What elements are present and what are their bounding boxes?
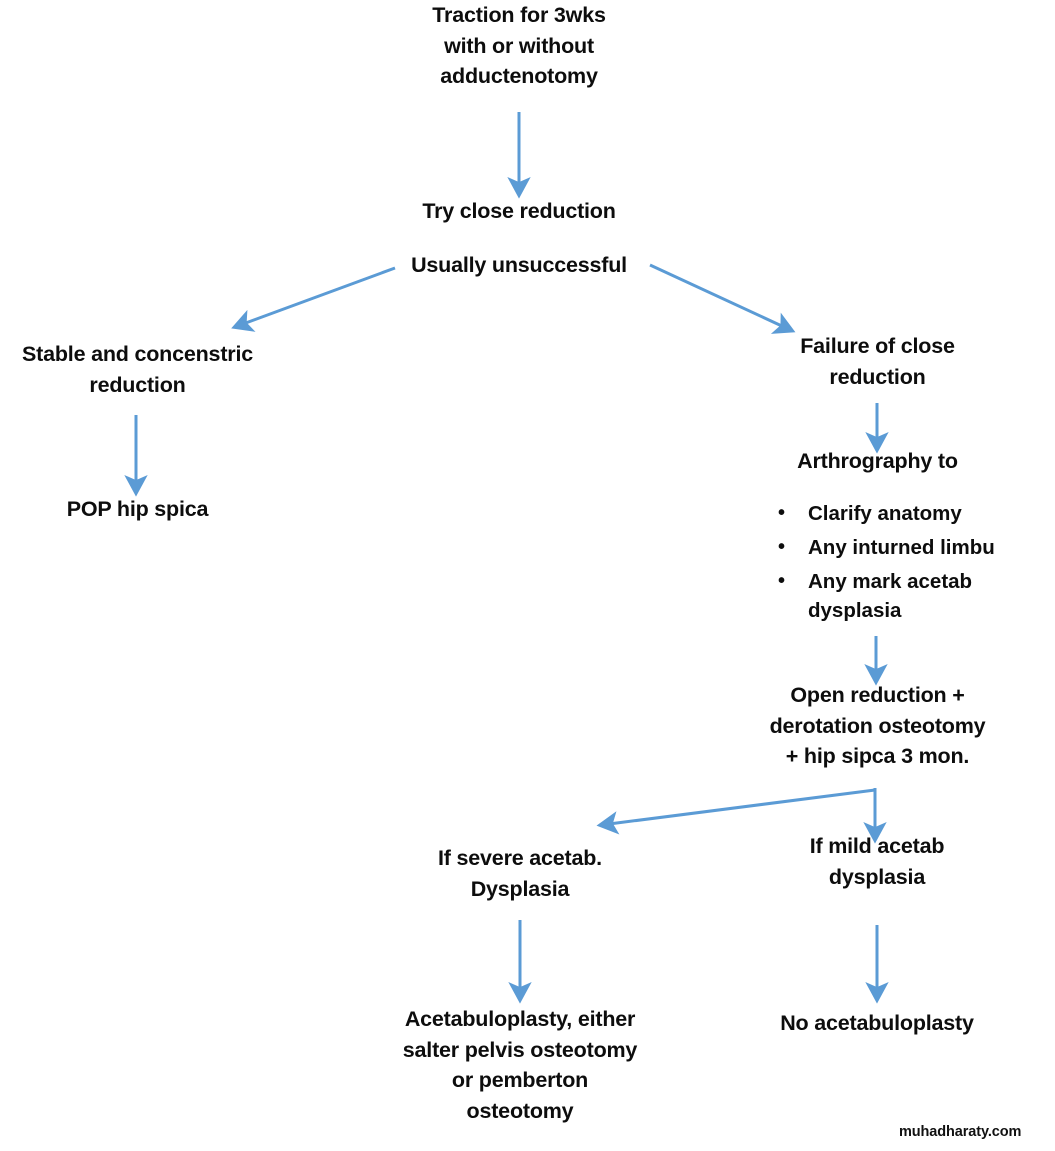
node-arthrography-to: Arthrography to [797,449,958,473]
node-usually-unsuccessful: Usually unsuccessful [411,253,627,277]
list-item: • Any inturned limbu [778,533,1055,562]
node-if-severe-acetab-dysplasia: If severe acetab. Dysplasia [438,846,602,901]
node-failure-of-close-reduction: Failure of close reduction [800,334,955,389]
bullet-point-icon: • [778,502,786,524]
list-item: • Any mark acetab dysplasia [778,567,1055,625]
node-traction-for-3wks: Traction for 3wks with or without adduct… [432,3,606,89]
node-open-reduction-derotation-osteotomy: Open reduction + derotation osteotomy + … [769,683,986,769]
watermark-muhadharaty: muhadharaty.com [899,1124,1022,1140]
node-if-mild-acetab-dysplasia: If mild acetab dysplasia [809,834,945,889]
list-item-label: Any mark acetab dysplasia [808,570,973,623]
node-try-close-reduction: Try close reduction [422,199,616,223]
node-pop-hip-spica: POP hip spica [66,497,209,521]
arthrography-bullet-list: • Clarify anatomy • Any inturned limbu •… [778,499,1055,630]
node-acetabuloplasty-options: Acetabuloplasty, either salter pelvis os… [402,1007,638,1123]
bullet-point-icon: • [778,570,786,593]
list-item-label: Clarify anatomy [808,502,962,525]
node-stable-and-concentric-reduction: Stable and concenstric reduction [22,342,253,397]
list-item: • Clarify anatomy [778,499,1055,528]
list-item-label: Any inturned limbu [808,536,995,560]
bullet-point-icon: • [778,536,786,559]
arrow-openreduction-to-ifsevere [596,788,876,835]
arrow-unsuccessful-to-failure [649,263,796,334]
node-no-acetabuloplasty: No acetabuloplasty [780,1011,974,1035]
